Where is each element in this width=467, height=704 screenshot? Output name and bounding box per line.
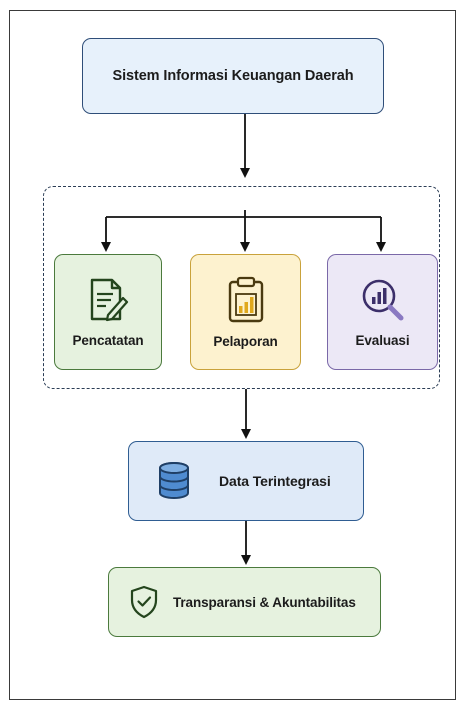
data-node-label: Data Terintegrasi bbox=[219, 473, 331, 489]
module-evaluasi: Evaluasi bbox=[327, 254, 438, 370]
result-node: Transparansi & Akuntabilitas bbox=[108, 567, 381, 637]
module-pelaporan-label: Pelaporan bbox=[213, 333, 278, 349]
module-evaluasi-label: Evaluasi bbox=[355, 332, 410, 348]
document-edit-icon bbox=[86, 277, 130, 323]
clipboard-chart-icon bbox=[225, 276, 267, 324]
top-node: Sistem Informasi Keuangan Daerah bbox=[82, 38, 384, 114]
modules-group bbox=[43, 186, 440, 389]
magnifier-chart-icon bbox=[360, 277, 406, 323]
database-icon bbox=[157, 461, 191, 501]
top-node-label: Sistem Informasi Keuangan Daerah bbox=[112, 68, 354, 84]
data-node: Data Terintegrasi bbox=[128, 441, 364, 521]
result-node-label: Transparansi & Akuntabilitas bbox=[173, 594, 356, 610]
shield-check-icon bbox=[129, 585, 159, 619]
module-pencatatan: Pencatatan bbox=[54, 254, 162, 370]
module-pelaporan: Pelaporan bbox=[190, 254, 301, 370]
module-pencatatan-label: Pencatatan bbox=[72, 332, 144, 348]
